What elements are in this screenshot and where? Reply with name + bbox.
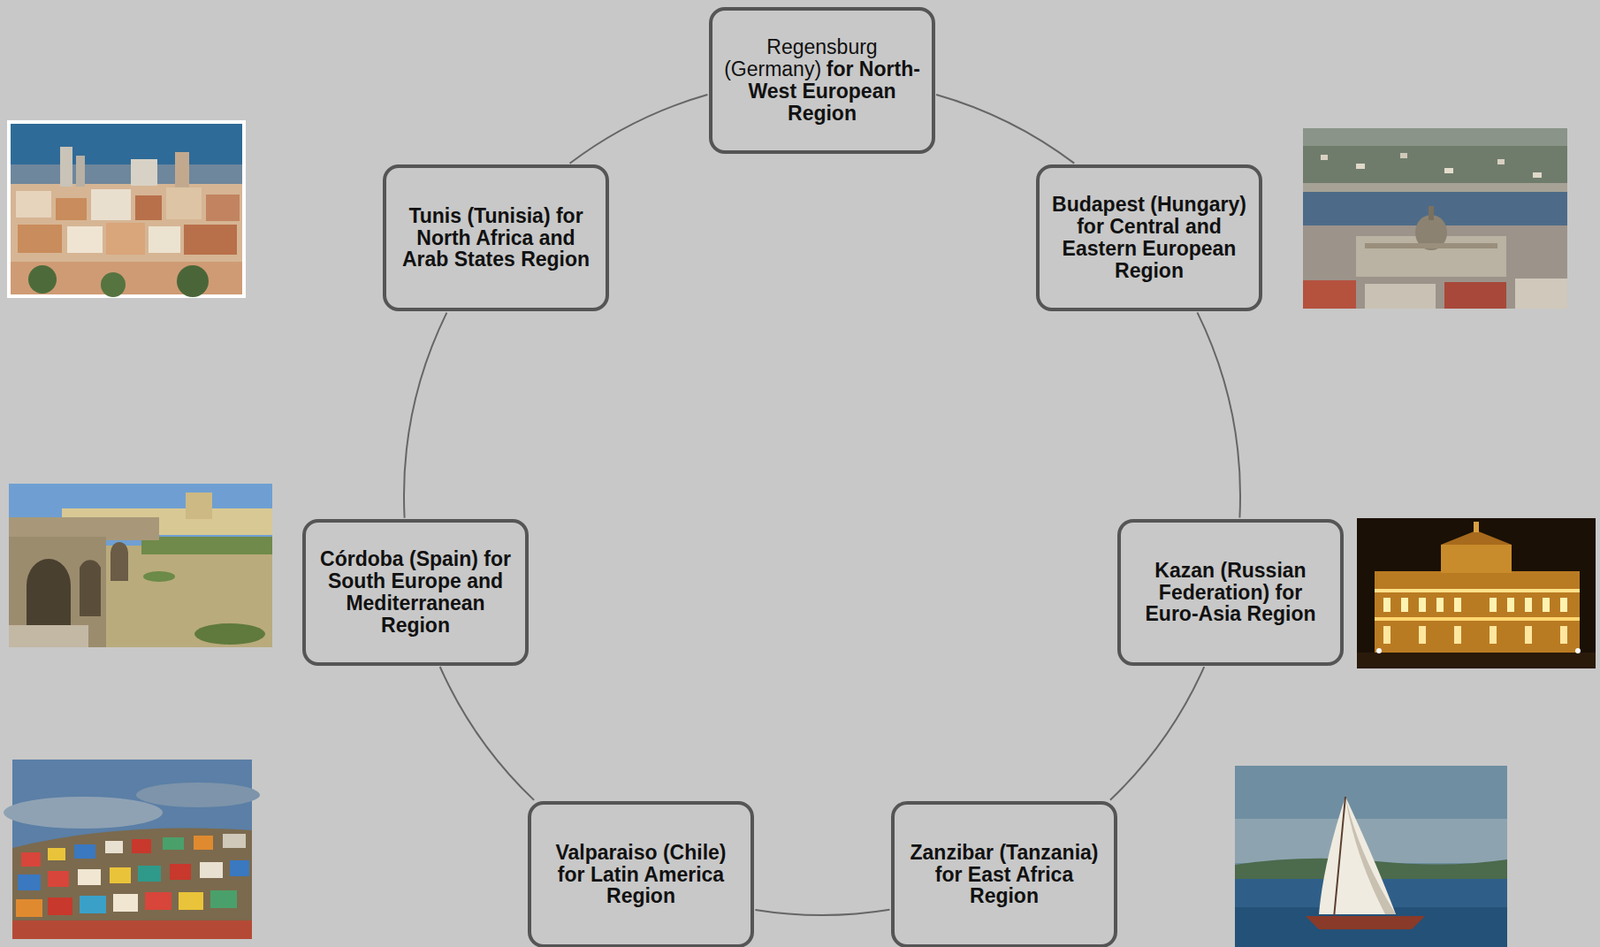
circle-connector [1110,666,1204,800]
box-text: Zanzibar (Tanzania) for East Africa Regi… [903,841,1105,907]
box-text: Budapest (Hungary) for Central and Easte… [1048,193,1250,282]
box-text: Regensburg (Germany)for North-West Europ… [721,36,923,124]
box-text: Valparaiso (Chile) for Latin America Reg… [540,841,742,907]
region-box: Valparaiso (Chile) for Latin America Reg… [527,800,755,947]
region-box: Regensburg (Germany)for North-West Europ… [708,7,936,154]
region-label: Kazan (Russian Federation) for Euro-Asia… [1145,558,1317,626]
region-box: Córdoba (Spain) for South Europe and Med… [302,518,529,666]
cordoba-photo [8,483,273,648]
region-box: Budapest (Hungary) for Central and Easte… [1036,164,1263,312]
region-box: Zanzibar (Tanzania) for East Africa Regi… [891,800,1118,947]
box-text: Tunis (Tunisia) for North Africa and Ara… [395,205,597,271]
circle-connector [570,94,709,164]
region-label: Budapest (Hungary) for Central and Easte… [1051,192,1247,282]
circle-connector [440,666,534,800]
zanzibar-photo [1234,765,1508,947]
box-text: Córdoba (Spain) for South Europe and Med… [314,548,517,636]
circle-connector [1196,312,1241,518]
region-box: Tunis (Tunisia) for North Africa and Ara… [382,164,610,312]
box-text: Kazan (Russian Federation) for Euro-Asia… [1129,559,1332,625]
region-label: Valparaiso (Chile) for Latin America Reg… [555,840,726,908]
circle-connector [754,909,890,915]
region-label: Tunis (Tunisia) for North Africa and Ara… [402,204,590,272]
region-label: Córdoba (Spain) for South Europe and Med… [320,547,511,636]
circle-connector [403,312,447,519]
valparaiso-photo [3,759,260,939]
region-label: Zanzibar (Tanzania) for East Africa Regi… [910,840,1099,908]
circle-connector [936,94,1075,164]
tunis-photo [7,120,246,298]
kazan-photo [1356,518,1596,669]
region-box: Kazan (Russian Federation) for Euro-Asia… [1117,518,1344,666]
budapest-photo [1302,128,1568,309]
